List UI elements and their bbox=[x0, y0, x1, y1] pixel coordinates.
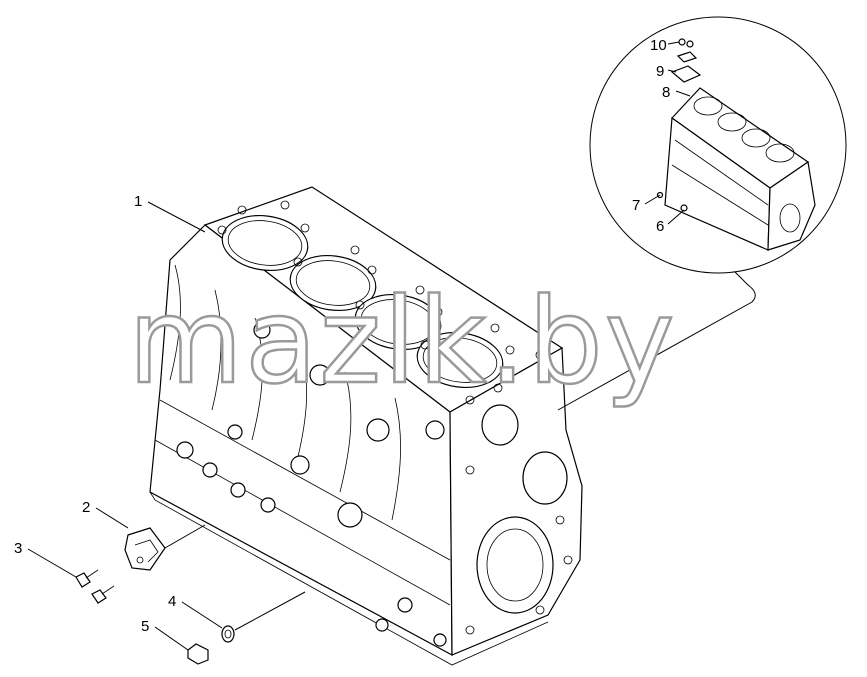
sensor-part bbox=[124, 527, 166, 571]
callout-1: 1 bbox=[134, 193, 142, 210]
bolt-parts bbox=[75, 569, 115, 604]
callout-2: 2 bbox=[82, 499, 90, 516]
callout-5: 5 bbox=[141, 618, 149, 635]
callout-7: 7 bbox=[632, 197, 640, 214]
leader-lines bbox=[27, 41, 691, 651]
plug-parts bbox=[187, 625, 235, 665]
watermark-text: mazlk.by bbox=[128, 272, 677, 410]
callout-4: 4 bbox=[168, 593, 176, 610]
callout-9: 9 bbox=[656, 63, 664, 80]
callout-10: 10 bbox=[650, 37, 667, 54]
callout-3: 3 bbox=[14, 540, 22, 557]
cylinder-block bbox=[149, 186, 583, 666]
callout-6: 6 bbox=[656, 218, 664, 235]
callout-labels: 1 2 3 4 5 6 7 8 9 10 bbox=[14, 37, 670, 635]
callout-8: 8 bbox=[662, 84, 670, 101]
inset-detail bbox=[557, 16, 847, 411]
